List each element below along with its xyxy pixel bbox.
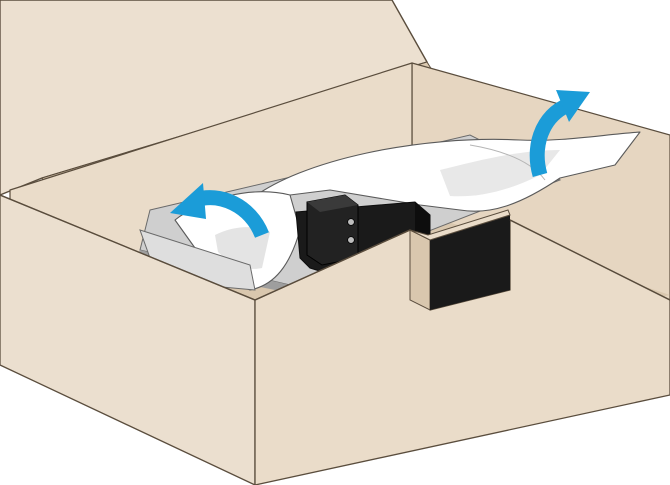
box-notch-shadow	[410, 230, 430, 310]
stand-screw-top	[348, 219, 355, 226]
stand-screw-bottom	[348, 237, 355, 244]
